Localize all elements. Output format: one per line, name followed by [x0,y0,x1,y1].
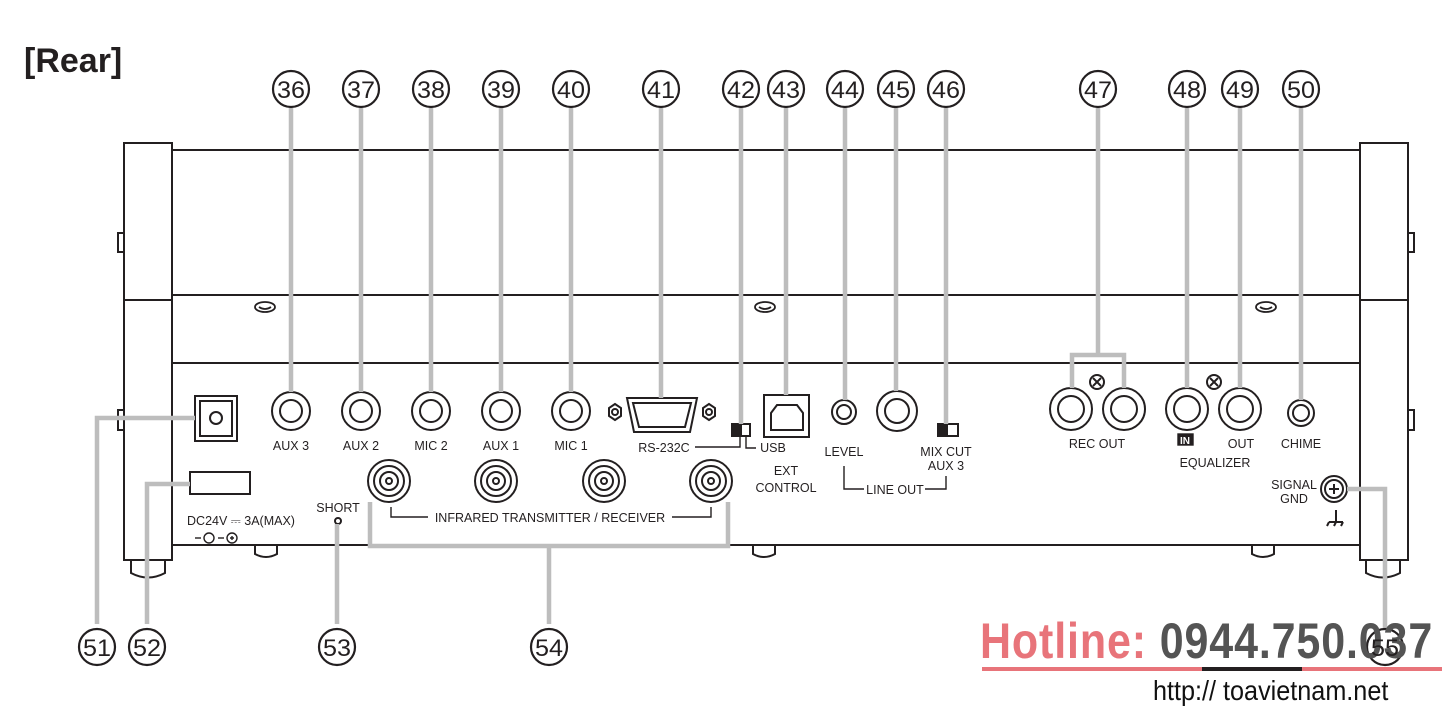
label-eq-out: OUT [1228,437,1255,451]
callout-50-circle [1281,69,1321,109]
label-gnd: GND [1280,492,1308,506]
callout-47-circle [1078,69,1118,109]
diagram-title: [Rear] [24,42,123,80]
callout-37-circle [341,69,381,109]
callout-42-circle [721,69,761,109]
callout-37: 37 [347,77,375,104]
label-signal: SIGNAL [1271,478,1317,492]
infrared-connector-4 [689,459,733,503]
label-mix-cut: MIX CUT [920,445,972,459]
callout-43-circle [766,69,806,109]
callout-41: 41 [647,77,675,104]
hotline-label: Hotline: [980,613,1147,669]
callout-47: 47 [1084,77,1112,104]
website-url: http:// toavietnam.net [1153,675,1389,706]
label-infrared: INFRARED TRANSMITTER / RECEIVER [435,511,665,525]
label-level: LEVEL [825,445,864,459]
callout-leader-lines [94,108,1388,630]
callout-45-circle [876,69,916,109]
hotline-number: 0944.750.037 [1159,613,1434,669]
label-aux2: AUX 2 [343,439,379,453]
label-ext: EXT [774,464,799,478]
callout-55-circle [1365,627,1405,667]
label-mic2: MIC 2 [414,439,447,453]
label-line-out: LINE OUT [866,483,924,497]
callout-52: 52 [133,635,161,662]
label-aux3: AUX 3 [273,439,309,453]
label-short: SHORT [316,501,360,515]
callout-52-circle [127,627,167,667]
callout-circles [77,69,1321,667]
callout-36: 36 [277,77,305,104]
label-eq-in: IN [1180,436,1190,447]
callout-54: 54 [535,635,563,662]
callout-53: 53 [323,635,351,662]
callout-44: 44 [831,77,859,104]
rs232c-connector [608,397,716,433]
infrared-connector-2 [474,459,518,503]
callout-46-circle [926,69,966,109]
callout-49-circle [1220,69,1260,109]
callout-48-circle [1167,69,1207,109]
callout-53-circle [317,627,357,667]
device-body [117,142,1415,579]
panel-bracket-lines [195,433,1194,544]
label-chime: CHIME [1281,437,1321,451]
callout-51-circle [77,627,117,667]
label-dc-rating: DC24V ⎓ 3A(MAX) [187,514,295,528]
callout-36-circle [271,69,311,109]
infrared-connector-1 [367,459,411,503]
callout-38: 38 [417,77,445,104]
callout-39-circle [481,69,521,109]
callout-41-circle [641,69,681,109]
callout-44-circle [825,69,865,109]
hotline-watermark: Hotline: 0944.750.037 [980,612,1433,670]
label-control: CONTROL [755,481,816,495]
label-rs232c: RS-232C [638,441,689,455]
label-aux1: AUX 1 [483,439,519,453]
label-usb: USB [760,441,786,455]
callout-43: 43 [772,77,800,104]
hotline-underline [982,667,1442,671]
callout-48: 48 [1173,77,1201,104]
callout-50: 50 [1287,77,1315,104]
panel-screws [254,301,1277,313]
hotline-underline-accent [1202,667,1302,671]
callout-51: 51 [83,635,111,662]
label-rec-out: REC OUT [1069,437,1126,451]
callout-42: 42 [727,77,755,104]
infrared-connector-3 [582,459,626,503]
callout-40: 40 [557,77,585,104]
callout-45: 45 [882,77,910,104]
label-mic1: MIC 1 [554,439,587,453]
callout-38-circle [411,69,451,109]
callout-49: 49 [1226,77,1254,104]
callout-46: 46 [932,77,960,104]
callout-39: 39 [487,77,515,104]
label-equalizer: EQUALIZER [1180,456,1251,470]
callout-54-circle [529,627,569,667]
callout-40-circle [551,69,591,109]
label-aux3-switch: AUX 3 [928,459,964,473]
